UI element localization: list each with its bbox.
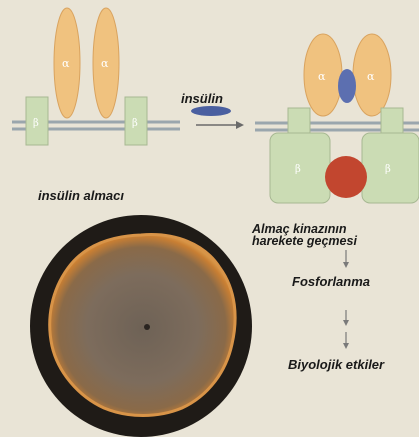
- biological-effects-label: Biyolojik etkiler: [288, 358, 384, 371]
- alpha-symbol-active-right: α: [367, 70, 375, 83]
- cell-colony-photo: [30, 215, 252, 437]
- alpha-symbol-right: α: [101, 57, 109, 70]
- kinase-activation-label-line2: harekete geçmesi: [252, 235, 357, 248]
- bound-insulin: [338, 69, 356, 103]
- beta-symbol-active-left: β: [295, 164, 301, 175]
- colony-center: [144, 324, 150, 330]
- insulin-molecule: [191, 106, 231, 116]
- receptor-label: insülin almacı: [38, 189, 124, 202]
- beta-symbol-left: β: [33, 118, 39, 129]
- phosphate-ball: [325, 156, 367, 198]
- beta-symbol-right: β: [132, 118, 138, 129]
- insulin-label: insülin: [181, 92, 223, 105]
- alpha-symbol-active-left: α: [318, 70, 326, 83]
- beta-symbol-active-right: β: [385, 164, 391, 175]
- cell-colony: [50, 235, 235, 416]
- alpha-symbol-left: α: [62, 57, 70, 70]
- phosphorylation-label: Fosforlanma: [292, 275, 370, 288]
